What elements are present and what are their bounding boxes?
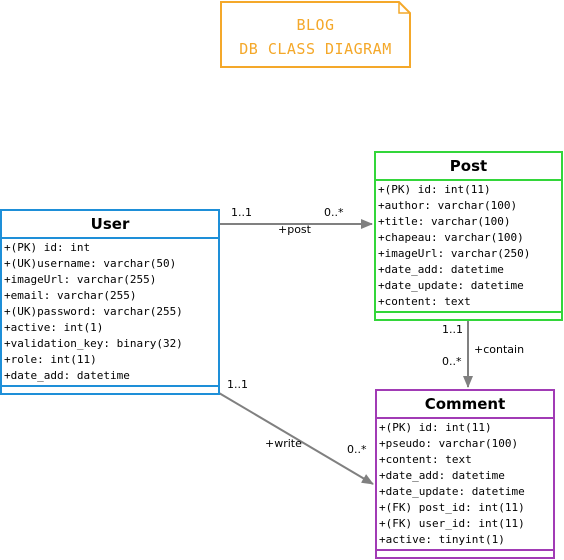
user-attribute: +role: int(11) — [4, 353, 97, 366]
post-attribute: +author: varchar(100) — [378, 199, 518, 212]
comment-attribute: +pseudo: varchar(100) — [379, 437, 519, 450]
user-attribute: +(UK)username: varchar(50) — [4, 257, 177, 270]
comment-attributes: +(PK) id: int(11) +pseudo: varchar(100) +c… — [377, 419, 553, 549]
comment-attribute: +content: text — [379, 453, 472, 466]
comment-attribute: +date_add: datetime — [379, 469, 505, 482]
user-attribute: +email: varchar(255) — [4, 289, 137, 302]
write-to-multiplicity: 0..* — [347, 443, 367, 456]
user-class-title: User — [2, 211, 218, 239]
user-attributes: +(PK) id: int +(UK)username: varchar(50) +… — [2, 239, 218, 385]
post-attribute: +imageUrl: varchar(250) — [378, 247, 531, 260]
user-attribute: +(UK)password: varchar(255) — [4, 305, 183, 318]
comment-class: Comment +(PK) id: int(11) +pseudo: varcha… — [375, 389, 555, 559]
comment-attribute: +(FK) post_id: int(11) — [379, 501, 525, 514]
user-operations — [2, 385, 218, 393]
post-operations — [376, 311, 561, 319]
comment-class-title: Comment — [377, 391, 553, 419]
comment-operations — [377, 549, 553, 557]
diagram-title-note: BLOG DB CLASS DIAGRAM — [220, 1, 411, 68]
user-attribute: +imageUrl: varchar(255) — [4, 273, 157, 286]
contain-from-multiplicity: 1..1 — [442, 323, 463, 336]
write-association-line — [218, 392, 374, 485]
write-from-multiplicity: 1..1 — [227, 378, 248, 391]
user-class: User +(PK) id: int +(UK)username: varchar… — [0, 209, 220, 395]
comment-attribute: +date_update: datetime — [379, 485, 525, 498]
comment-attribute: +(FK) user_id: int(11) — [379, 517, 525, 530]
post-attribute: +date_add: datetime — [378, 263, 504, 276]
comment-attribute: +active: tinyint(1) — [379, 533, 505, 546]
contain-to-multiplicity: 0..* — [442, 355, 462, 368]
note-line-2: DB CLASS DIAGRAM — [239, 40, 392, 58]
note-text: BLOG DB CLASS DIAGRAM — [220, 13, 411, 61]
post-from-multiplicity: 1..1 — [231, 206, 252, 219]
user-attribute: +validation_key: binary(32) — [4, 337, 183, 350]
comment-attribute: +(PK) id: int(11) — [379, 421, 492, 434]
post-attribute: +date_update: datetime — [378, 279, 524, 292]
user-attribute: +(PK) id: int — [4, 241, 91, 254]
note-shape — [220, 1, 411, 68]
post-attribute: +title: varchar(100) — [378, 215, 511, 228]
user-attribute: +date_add: datetime — [4, 369, 130, 382]
post-attribute: +(PK) id: int(11) — [378, 183, 491, 196]
post-attribute: +chapeau: varchar(100) — [378, 231, 524, 244]
post-attributes: +(PK) id: int(11) +author: varchar(100) +t… — [376, 181, 561, 311]
note-line-1: BLOG — [296, 16, 335, 34]
post-to-multiplicity: 0..* — [324, 206, 344, 219]
write-role-label: +write — [265, 437, 302, 450]
contain-role-label: +contain — [474, 343, 525, 356]
post-class: Post +(PK) id: int(11) +author: varchar(1… — [374, 151, 563, 321]
post-role-label: +post — [278, 223, 311, 236]
post-class-title: Post — [376, 153, 561, 181]
user-attribute: +active: int(1) — [4, 321, 104, 334]
post-attribute: +content: text — [378, 295, 471, 308]
